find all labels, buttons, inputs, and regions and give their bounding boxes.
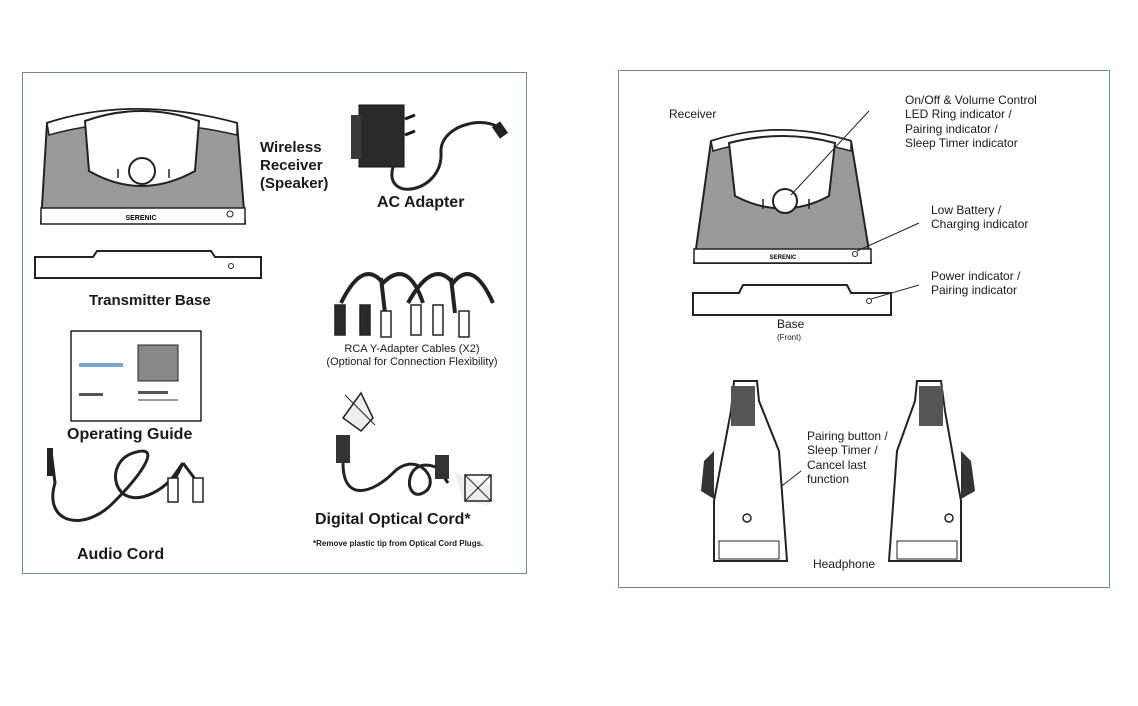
package-contents-panel: SERENIC xyxy=(22,72,527,574)
receiver-side-view-right xyxy=(887,380,975,562)
operating-guide-illustration xyxy=(70,330,202,422)
rca-y-cables-illustration xyxy=(339,272,495,314)
ac-adapter-illustration xyxy=(351,104,509,191)
receiver-brand-logo: SERENIC xyxy=(125,215,156,222)
base-label: Base xyxy=(777,317,805,331)
audio-cord-label: Audio Cord xyxy=(77,546,165,563)
receiver-front-illustration xyxy=(692,129,873,264)
transmitter-base-illustration xyxy=(34,250,262,279)
base-front-illustration xyxy=(692,284,892,316)
controls-illustrations: SERENIC xyxy=(692,110,975,562)
receiver-side-view-left xyxy=(701,380,789,562)
audio-cord-plugs xyxy=(47,448,204,503)
rca-cables-label: RCA Y-Adapter Cables (X2) (Optional for … xyxy=(326,343,498,369)
wireless-receiver-label: Wireless Receiver (Speaker) xyxy=(260,139,329,192)
on-off-volume-label: On/Off & Volume Control LED Ring indicat… xyxy=(905,93,1037,151)
low-battery-label: Low Battery / Charging indicator xyxy=(931,203,1029,232)
optical-note-label: *Remove plastic tip from Optical Cord Pl… xyxy=(313,539,484,548)
power-indicator-label: Power indicator / Pairing indicator xyxy=(931,269,1021,298)
rca-plugs xyxy=(334,304,470,338)
pairing-button-label: Pairing button / Sleep Timer / Cancel la… xyxy=(807,429,888,487)
receiver-label: Receiver xyxy=(669,107,717,121)
digital-optical-cord-label: Digital Optical Cord* xyxy=(315,511,471,528)
operating-guide-label: Operating Guide xyxy=(67,426,193,443)
controls-receiver-brand-logo: SERENIC xyxy=(770,255,797,261)
digital-optical-cord-illustration xyxy=(336,391,492,505)
contents-illustrations: SERENIC xyxy=(34,104,509,522)
controls-panel: SERENIC Receive xyxy=(618,70,1110,588)
headphone-label: Headphone xyxy=(813,557,876,571)
base-front-label: (Front) xyxy=(777,333,801,342)
wireless-receiver-illustration xyxy=(39,108,247,225)
transmitter-base-label: Transmitter Base xyxy=(89,292,211,309)
ac-adapter-label: AC Adapter xyxy=(377,194,465,211)
